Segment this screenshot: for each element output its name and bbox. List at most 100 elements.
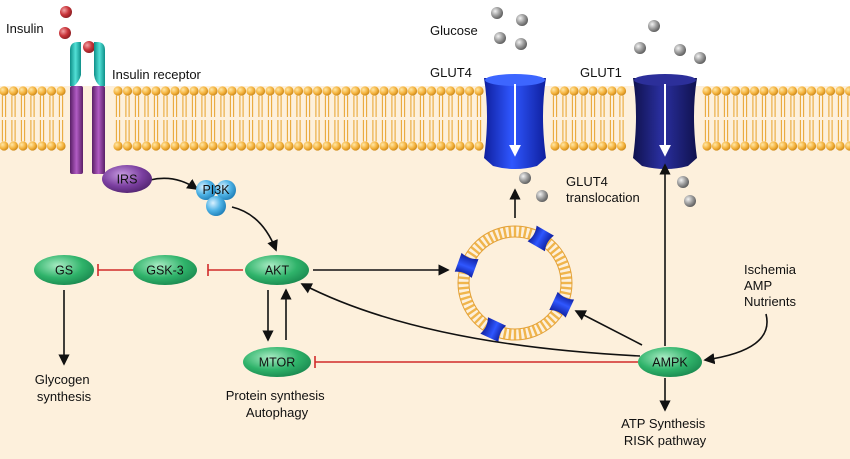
vesicle-glut4-transporter: [454, 252, 479, 278]
lipid-head: [274, 86, 285, 96]
pi3k-subunit: [196, 180, 216, 200]
vesicle-lipid: [558, 265, 570, 271]
lipid-head: [122, 86, 133, 96]
gsk3-label: GSK-3: [146, 264, 184, 278]
lipid-head: [740, 141, 750, 151]
lipid-head: [835, 86, 845, 96]
vesicle-lipid: [527, 326, 533, 338]
lipid-head: [46, 86, 57, 96]
arrow-ampk-to-vesicle: [574, 310, 643, 346]
lipid-head: [341, 141, 351, 151]
lipid-head: [113, 141, 123, 151]
ampk-activator-2: AMP: [744, 278, 772, 293]
lipid-head: [312, 86, 323, 96]
vesicle-lipid: [482, 234, 491, 246]
lipid-head: [768, 141, 779, 151]
lipid-head: [8, 141, 19, 151]
lipid-head: [322, 86, 332, 96]
glucose-label: Glucose: [430, 23, 478, 38]
lipid-head: [806, 86, 817, 96]
vesicle-lipid: [543, 317, 553, 328]
glucose-molecule: [516, 14, 528, 26]
lipid-head: [787, 141, 798, 151]
vesicle-lipid: [559, 290, 572, 296]
lipid-head: [721, 141, 731, 151]
vesicle-lipid: [502, 226, 508, 239]
lipid-head: [56, 141, 66, 151]
lipid-head: [721, 86, 731, 96]
lipid-head: [702, 141, 712, 151]
mtor-label: MTOR: [259, 356, 296, 370]
lipid-head: [303, 86, 313, 96]
vesicle-lipid: [470, 245, 481, 255]
cell-membrane: [0, 86, 850, 151]
lipid-head: [436, 141, 446, 151]
glut4-translocation-line-1: GLUT4: [566, 174, 608, 189]
vesicle-lipid: [464, 303, 475, 311]
lipid-head: [407, 141, 418, 151]
lipid-head: [141, 86, 152, 96]
mtor-node: MTOR: [243, 347, 311, 377]
vesicle-lipid: [466, 250, 478, 259]
lipid-head: [8, 86, 19, 96]
lipid-head: [208, 141, 218, 151]
mtor-ellipse: [243, 347, 311, 377]
lipid-head: [236, 86, 247, 96]
lipid-head: [464, 141, 475, 151]
arrow-ampk-to-akt: [300, 283, 641, 357]
glut4-transporter: [484, 74, 546, 169]
ampk-outputs-label: ATP Synthesis RISK pathway: [621, 416, 709, 448]
lipid-head: [844, 141, 850, 151]
lipid-head: [702, 86, 712, 96]
lipid-head: [417, 141, 427, 151]
lipid-head: [730, 86, 741, 96]
inhibition-arrows: [97, 264, 638, 368]
lipid-head: [749, 141, 760, 151]
receptor-alpha-right: [94, 42, 105, 86]
lipid-head: [778, 86, 788, 96]
lipid-head: [360, 86, 370, 96]
glut4-translocation-line-2: translocation: [566, 190, 640, 205]
lipid-head: [379, 86, 389, 96]
glucose-molecule: [515, 38, 527, 50]
lipid-head: [806, 141, 817, 151]
glut1-transporter: [633, 74, 697, 169]
vesicle-lipid: [508, 226, 512, 238]
glut4-vesicle: [454, 225, 575, 343]
lipid-head: [341, 86, 351, 96]
pi3k-node: PI3K: [196, 180, 236, 216]
lipid-head: [217, 86, 228, 96]
lipid-head: [284, 141, 294, 151]
ampk-activators-label: Ischemia AMP Nutrients: [744, 262, 800, 309]
lipid-head: [407, 86, 418, 96]
lipid-head: [835, 141, 845, 151]
lipid-head: [331, 141, 342, 151]
vesicle-lipid: [539, 320, 548, 332]
ampk-node: AMPK: [638, 347, 702, 377]
vesicle-lipid: [518, 328, 522, 340]
vesicle-lipid: [535, 323, 543, 334]
lipid-head: [797, 86, 807, 96]
lipid-head: [787, 86, 798, 96]
lipid-head: [559, 86, 570, 96]
lipid-head: [189, 86, 199, 96]
glucose-molecule: [684, 195, 696, 207]
lipid-head: [265, 141, 275, 151]
lipid-head: [730, 141, 741, 151]
lipid-head: [398, 141, 408, 151]
arrow-activators-to-ampk: [703, 313, 768, 365]
lipid-head: [322, 141, 332, 151]
lipid-head: [569, 141, 579, 151]
glycogen-synthesis-line-2: synthesis: [37, 389, 92, 404]
lipid-head: [151, 141, 161, 151]
lipid-head: [0, 141, 9, 151]
vesicle-lipid: [546, 241, 557, 252]
lipid-head: [749, 86, 760, 96]
irs-node: IRS: [102, 165, 152, 193]
lipid-head: [578, 86, 589, 96]
lipid-head: [132, 86, 142, 96]
insulin-receptor-label: Insulin receptor: [112, 67, 202, 82]
lipid-head: [46, 141, 57, 151]
ampk-activator-1: Ischemia: [744, 262, 797, 277]
